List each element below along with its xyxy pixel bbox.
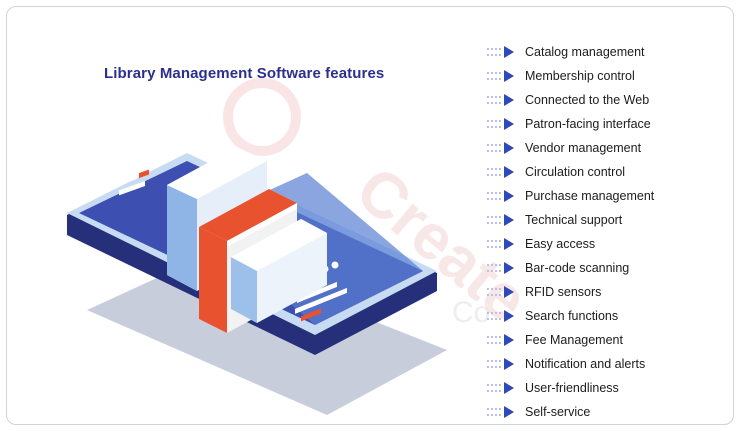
feature-item: Connected to the Web: [487, 88, 733, 112]
feature-label: Patron-facing interface: [525, 117, 651, 131]
arrow-bullet-icon: [487, 142, 514, 154]
feature-item: Circulation control: [487, 160, 733, 184]
screen-line-3: [297, 281, 337, 304]
feature-label: User-friendliness: [525, 381, 619, 395]
feature-item: Vendor management: [487, 136, 733, 160]
feature-list: Catalog management Membership control Co…: [487, 40, 733, 424]
arrow-bullet-icon: [487, 286, 514, 298]
phone-shadow: [87, 255, 447, 415]
book-back-top: [167, 147, 267, 199]
feature-item: RFID sensors: [487, 280, 733, 304]
book-front-spine: [231, 257, 257, 323]
arrow-bullet-icon: [487, 310, 514, 322]
screen-line-1: [119, 173, 137, 186]
book-middle-spine: [199, 227, 227, 333]
screen-line-accent: [139, 169, 149, 179]
feature-item: Patron-facing interface: [487, 112, 733, 136]
feature-item: Catalog management: [487, 40, 733, 64]
feature-label: Notification and alerts: [525, 357, 646, 371]
arrow-bullet-icon: [487, 214, 514, 226]
feature-label: Technical support: [525, 213, 623, 227]
feature-label: Fee Management: [525, 333, 623, 347]
screen-line-accent-2: [301, 308, 321, 322]
feature-item: Purchase management: [487, 184, 733, 208]
feature-item: Membership control: [487, 64, 733, 88]
feature-label: Easy access: [525, 237, 596, 251]
feature-label: Purchase management: [525, 189, 655, 203]
feature-label: Bar-code scanning: [525, 261, 630, 275]
feature-label: Membership control: [525, 69, 635, 83]
feature-label: Connected to the Web: [525, 93, 650, 107]
arrow-bullet-icon: [487, 382, 514, 394]
feature-label: Catalog management: [525, 45, 645, 59]
feature-item: Fee Management: [487, 328, 733, 352]
screen-dot-4: [331, 261, 339, 269]
feature-item: Search functions: [487, 304, 733, 328]
screen-line-4: [295, 287, 347, 314]
book-back-spine: [167, 185, 197, 291]
feature-item: Notification and alerts: [487, 352, 733, 376]
arrow-bullet-icon: [487, 406, 514, 418]
feature-item: Bar-code scanning: [487, 256, 733, 280]
arrow-bullet-icon: [487, 46, 514, 58]
arrow-bullet-icon: [487, 262, 514, 274]
feature-label: Circulation control: [525, 165, 626, 179]
arrow-bullet-icon: [487, 94, 514, 106]
feature-label: Vendor management: [525, 141, 642, 155]
feature-item: Technical support: [487, 208, 733, 232]
feature-item: Self-service: [487, 400, 733, 424]
diagram-title: Library Management Software features: [104, 65, 385, 82]
arrow-bullet-icon: [487, 166, 514, 178]
watermark-word-secondary: Co: [452, 296, 490, 329]
arrow-bullet-icon: [487, 358, 514, 370]
feature-label: Self-service: [525, 405, 591, 419]
arrow-bullet-icon: [487, 238, 514, 250]
feature-label: Search functions: [525, 309, 619, 323]
feature-item: Easy access: [487, 232, 733, 256]
arrow-bullet-icon: [487, 118, 514, 130]
screen-line-2: [119, 180, 145, 196]
book-middle-pages: [227, 203, 297, 247]
book-middle-top: [199, 189, 297, 241]
book-front-top: [231, 219, 327, 271]
phone-books-illustration: [67, 147, 447, 415]
arrow-bullet-icon: [487, 334, 514, 346]
arrow-bullet-icon: [487, 70, 514, 82]
feature-item: User-friendliness: [487, 376, 733, 400]
feature-label: RFID sensors: [525, 285, 602, 299]
diagram-card: Library Management Software features Cre…: [6, 6, 734, 425]
arrow-bullet-icon: [487, 190, 514, 202]
